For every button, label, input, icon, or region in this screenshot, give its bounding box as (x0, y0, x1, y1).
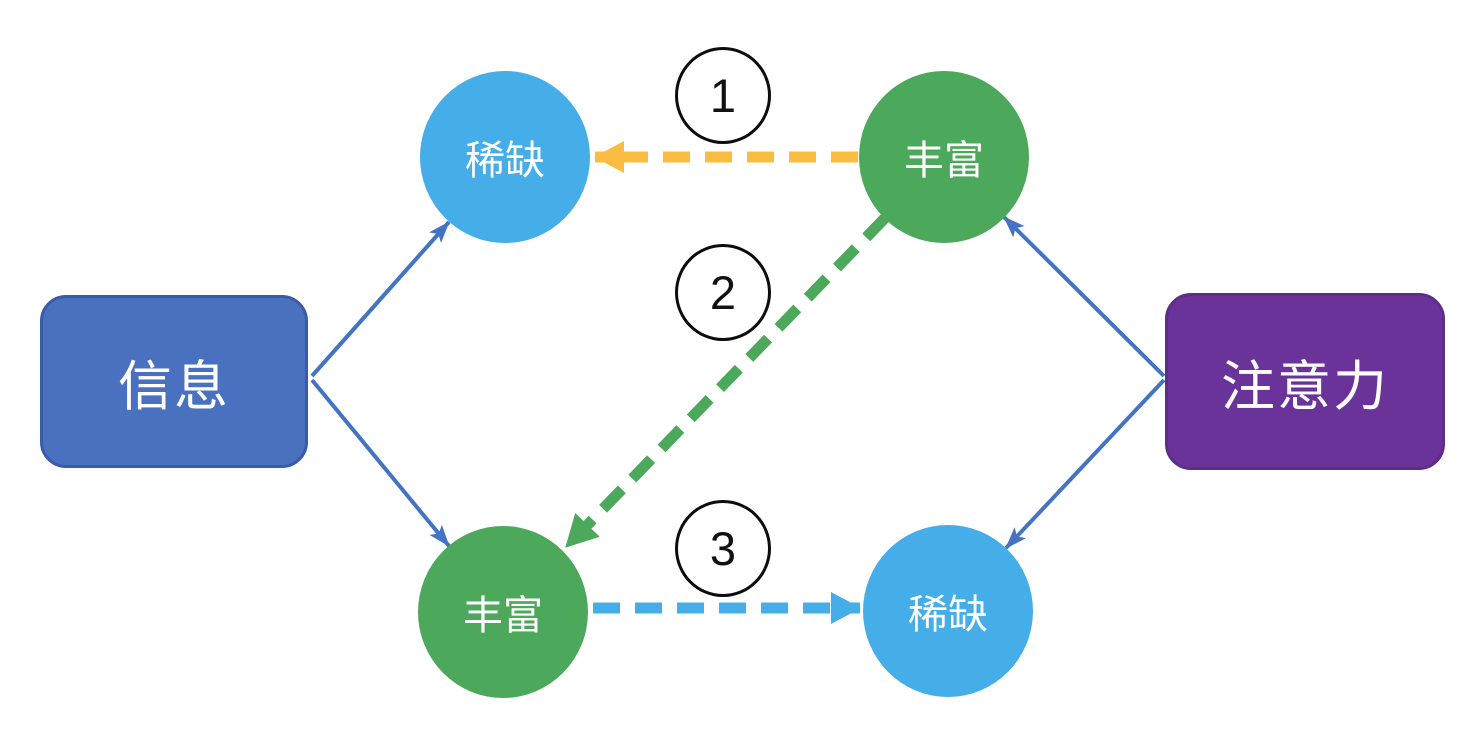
step-badge-3: 3 (675, 500, 771, 597)
arrow-info-to-abundant-bottom (310, 378, 451, 548)
node-abundant-bottom: 丰富 (418, 526, 588, 698)
arrow-info-to-scarce-top (310, 220, 451, 378)
arrow-attention-to-scarce-bottom (1004, 378, 1166, 550)
node-scarce-top: 稀缺 (420, 71, 590, 243)
step-badge-2-label: 2 (709, 266, 737, 319)
node-abundant-top: 丰富 (859, 71, 1029, 243)
node-scarce-top-label: 稀缺 (465, 139, 545, 183)
node-scarce-bottom-label: 稀缺 (908, 593, 988, 637)
step-badge-1: 1 (675, 47, 771, 144)
node-abundant-top-label: 丰富 (904, 139, 984, 183)
info-box-label: 信息 (118, 357, 230, 417)
attention-box: 注意力 (1165, 293, 1445, 470)
node-scarce-bottom: 稀缺 (863, 525, 1033, 697)
step-badge-2: 2 (675, 244, 771, 341)
step-badge-3-label: 3 (709, 522, 737, 575)
info-box: 信息 (40, 295, 308, 468)
step-badge-1-label: 1 (709, 69, 737, 122)
node-abundant-bottom-label: 丰富 (463, 594, 543, 638)
arrow-attention-to-abundant-top (1002, 215, 1166, 378)
attention-box-label: 注意力 (1221, 357, 1389, 417)
dashed-arrow-2 (562, 214, 889, 551)
